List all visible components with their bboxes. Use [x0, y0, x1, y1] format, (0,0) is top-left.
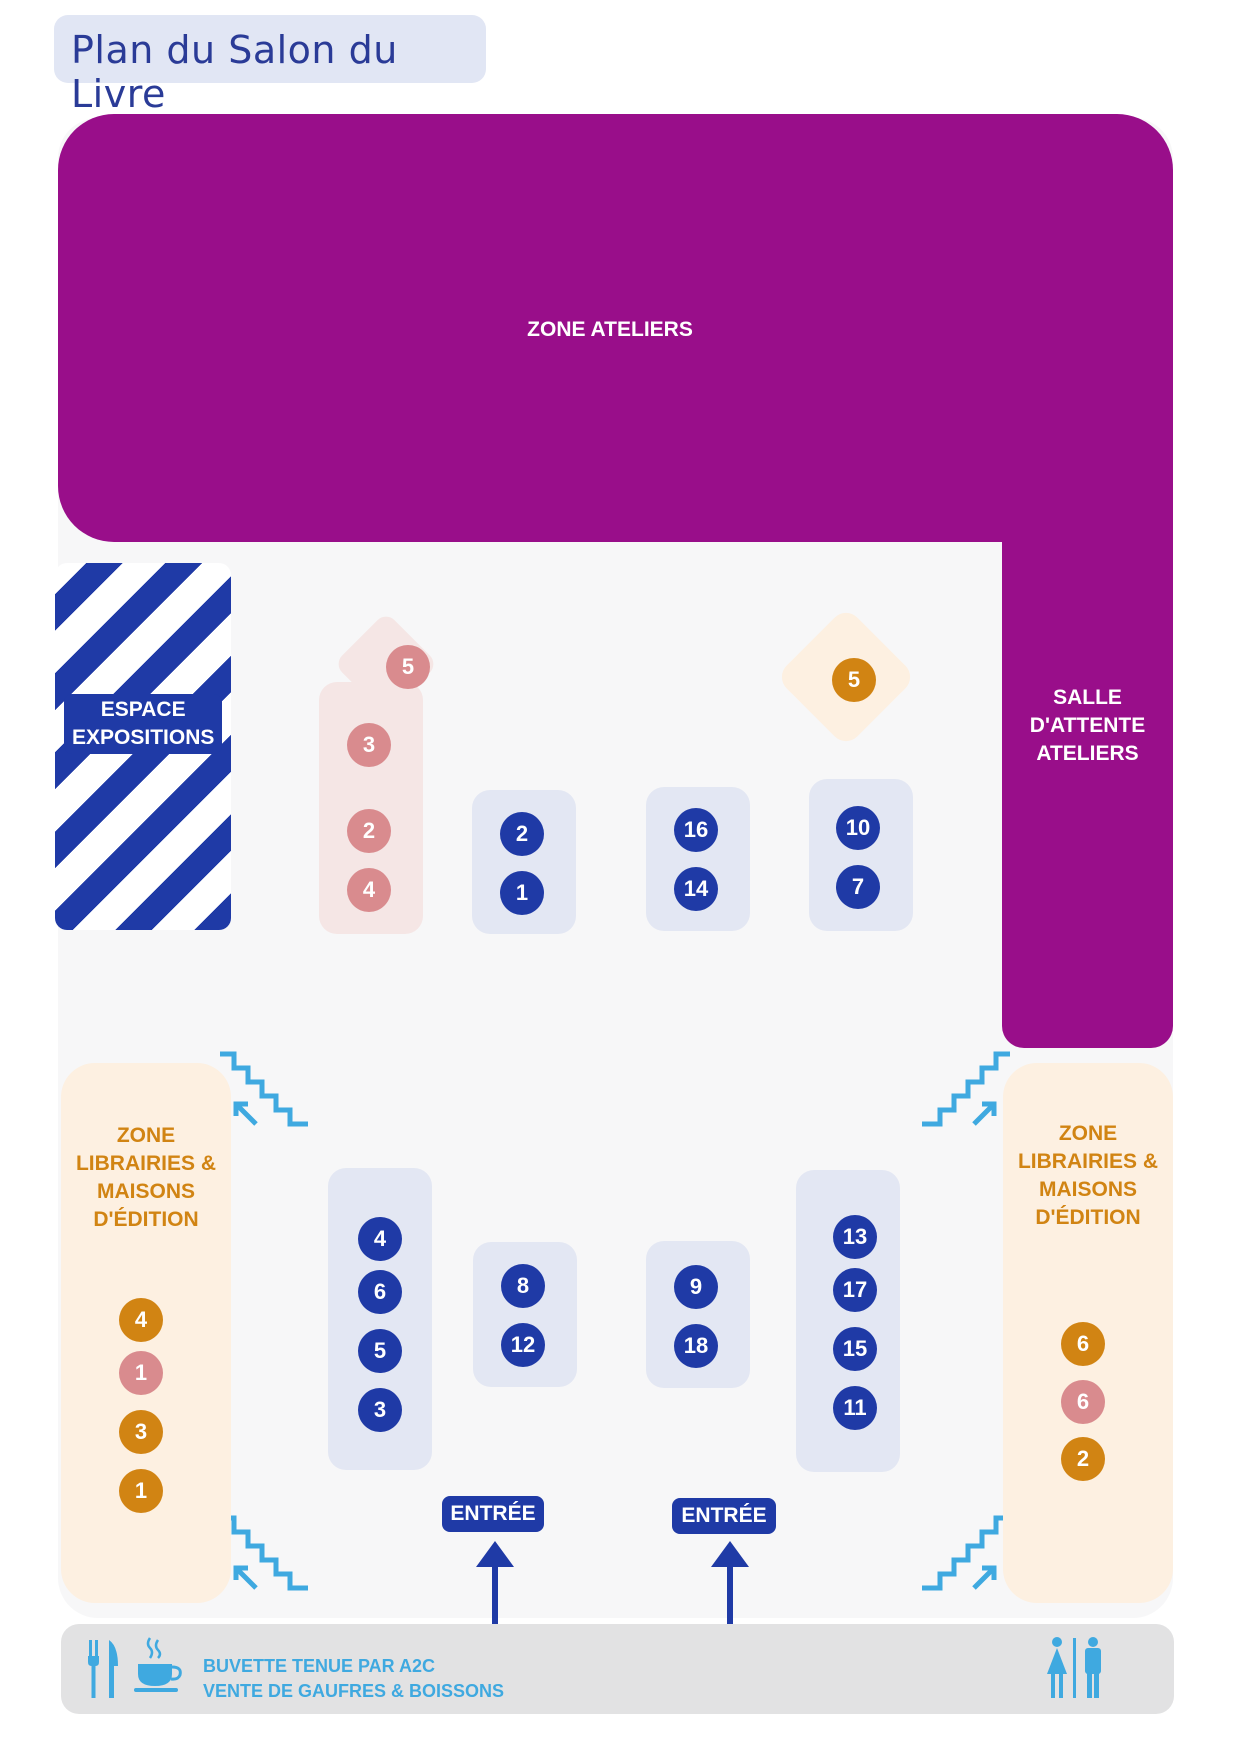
- stairs-icon: [922, 1515, 1010, 1591]
- zone-librairies-right-label: ZONE LIBRAIRIES & MAISONS D'ÉDITION: [1017, 1122, 1158, 1229]
- stand-3[interactable]: 3: [358, 1388, 402, 1432]
- stand-orange-5[interactable]: 5: [832, 658, 876, 702]
- stand-4[interactable]: 4: [358, 1217, 402, 1261]
- page-title-box: Plan du Salon du Livre: [54, 15, 486, 116]
- stand-librairie-4[interactable]: 4: [119, 1298, 163, 1342]
- stand-14[interactable]: 14: [674, 867, 718, 911]
- stand-18[interactable]: 18: [674, 1324, 718, 1368]
- stand-17[interactable]: 17: [833, 1268, 877, 1312]
- stand-2[interactable]: 2: [500, 812, 544, 856]
- entrance-left-label: ENTRÉE: [442, 1496, 544, 1532]
- stand-7[interactable]: 7: [836, 865, 880, 909]
- stand-10[interactable]: 10: [836, 806, 880, 850]
- stand-librairie-6[interactable]: 6: [1061, 1322, 1105, 1366]
- buvette-area: [61, 1624, 1174, 1714]
- stand-9[interactable]: 9: [674, 1265, 718, 1309]
- buvette-text: BUVETTE TENUE PAR A2C VENTE DE GAUFRES &…: [203, 1656, 505, 1701]
- coffee-cup-icon: [134, 1637, 182, 1692]
- stand-5[interactable]: 5: [358, 1329, 402, 1373]
- espace-expositions-label: ESPACE EXPOSITIONS: [64, 694, 223, 754]
- zone-ateliers[interactable]: [58, 114, 1173, 542]
- stand-pink-5[interactable]: 5: [386, 645, 430, 689]
- stand-librairie-3[interactable]: 3: [119, 1410, 163, 1454]
- stand-6[interactable]: 6: [358, 1270, 402, 1314]
- cutlery-icon: [88, 1640, 118, 1698]
- stand-librairie-6b[interactable]: 6: [1061, 1380, 1105, 1424]
- page-title: Plan du Salon du Livre: [71, 28, 398, 116]
- stand-pink-2[interactable]: 2: [347, 809, 391, 853]
- stand-librairie-1b[interactable]: 1: [119, 1469, 163, 1513]
- stand-13[interactable]: 13: [833, 1215, 877, 1259]
- stand-1[interactable]: 1: [500, 871, 544, 915]
- arrow-up-icon: [711, 1541, 749, 1640]
- stand-librairie-2[interactable]: 2: [1061, 1437, 1105, 1481]
- arrow-up-icon: [476, 1541, 514, 1640]
- stand-pink-3[interactable]: 3: [347, 723, 391, 767]
- stand-8[interactable]: 8: [501, 1264, 545, 1308]
- entrance-right-label: ENTRÉE: [672, 1498, 776, 1534]
- stand-12[interactable]: 12: [501, 1323, 545, 1367]
- stairs-icon: [922, 1051, 1010, 1127]
- stand-11[interactable]: 11: [833, 1386, 877, 1430]
- zone-ateliers-label: ZONE ATELIERS: [527, 318, 693, 341]
- salle-attente-ateliers[interactable]: [1002, 480, 1173, 1048]
- stand-16[interactable]: 16: [674, 808, 718, 852]
- toilets-icon: [1047, 1637, 1101, 1698]
- zone-librairies-left-label: ZONE LIBRAIRIES & MAISONS D'ÉDITION: [75, 1124, 216, 1231]
- stairs-icon: [220, 1051, 308, 1127]
- stand-librairie-1[interactable]: 1: [119, 1351, 163, 1395]
- stand-15[interactable]: 15: [833, 1327, 877, 1371]
- salle-attente-label: SALLE D'ATTENTE ATELIERS: [1029, 686, 1146, 765]
- stairs-icon: [220, 1515, 308, 1591]
- stand-pink-4[interactable]: 4: [347, 868, 391, 912]
